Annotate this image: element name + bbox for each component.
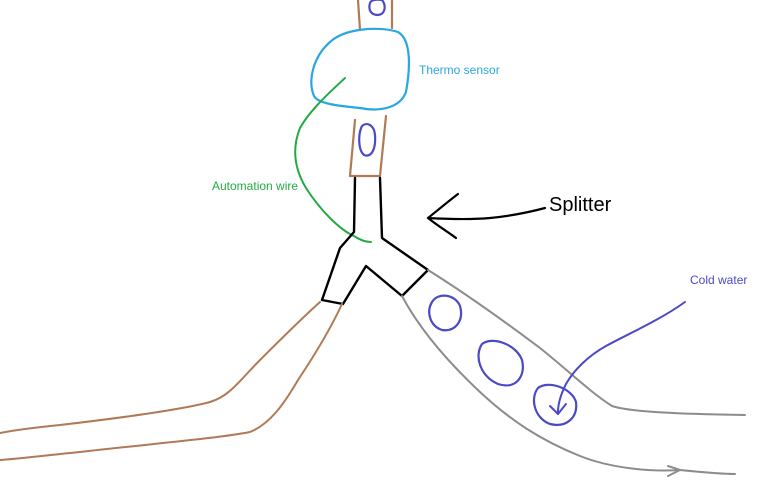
automation-wire [294,77,372,243]
left-pipe-lower [0,303,343,461]
thermo-sensor-label: Thermo sensor [419,63,500,77]
right-pipe-upper [427,269,746,416]
cold-water-label: Cold water [690,273,748,287]
cold-water-arrow [549,301,686,415]
water-drop-top [368,0,386,17]
splitter [320,176,430,306]
water-drop-middle [358,123,377,157]
right-pipe-lower [401,295,736,477]
automation-wire-label: Automation wire [212,179,299,193]
splitter-arrow [426,192,547,240]
middle-pipe [348,114,388,178]
water-drop-3 [532,383,578,426]
top-pipe-upper [356,0,394,32]
thermo-sensor [310,27,411,111]
splitter-label: Splitter [549,194,612,216]
left-pipe-upper [0,301,321,434]
water-drop-2 [477,339,524,387]
water-drop-1 [428,294,463,332]
